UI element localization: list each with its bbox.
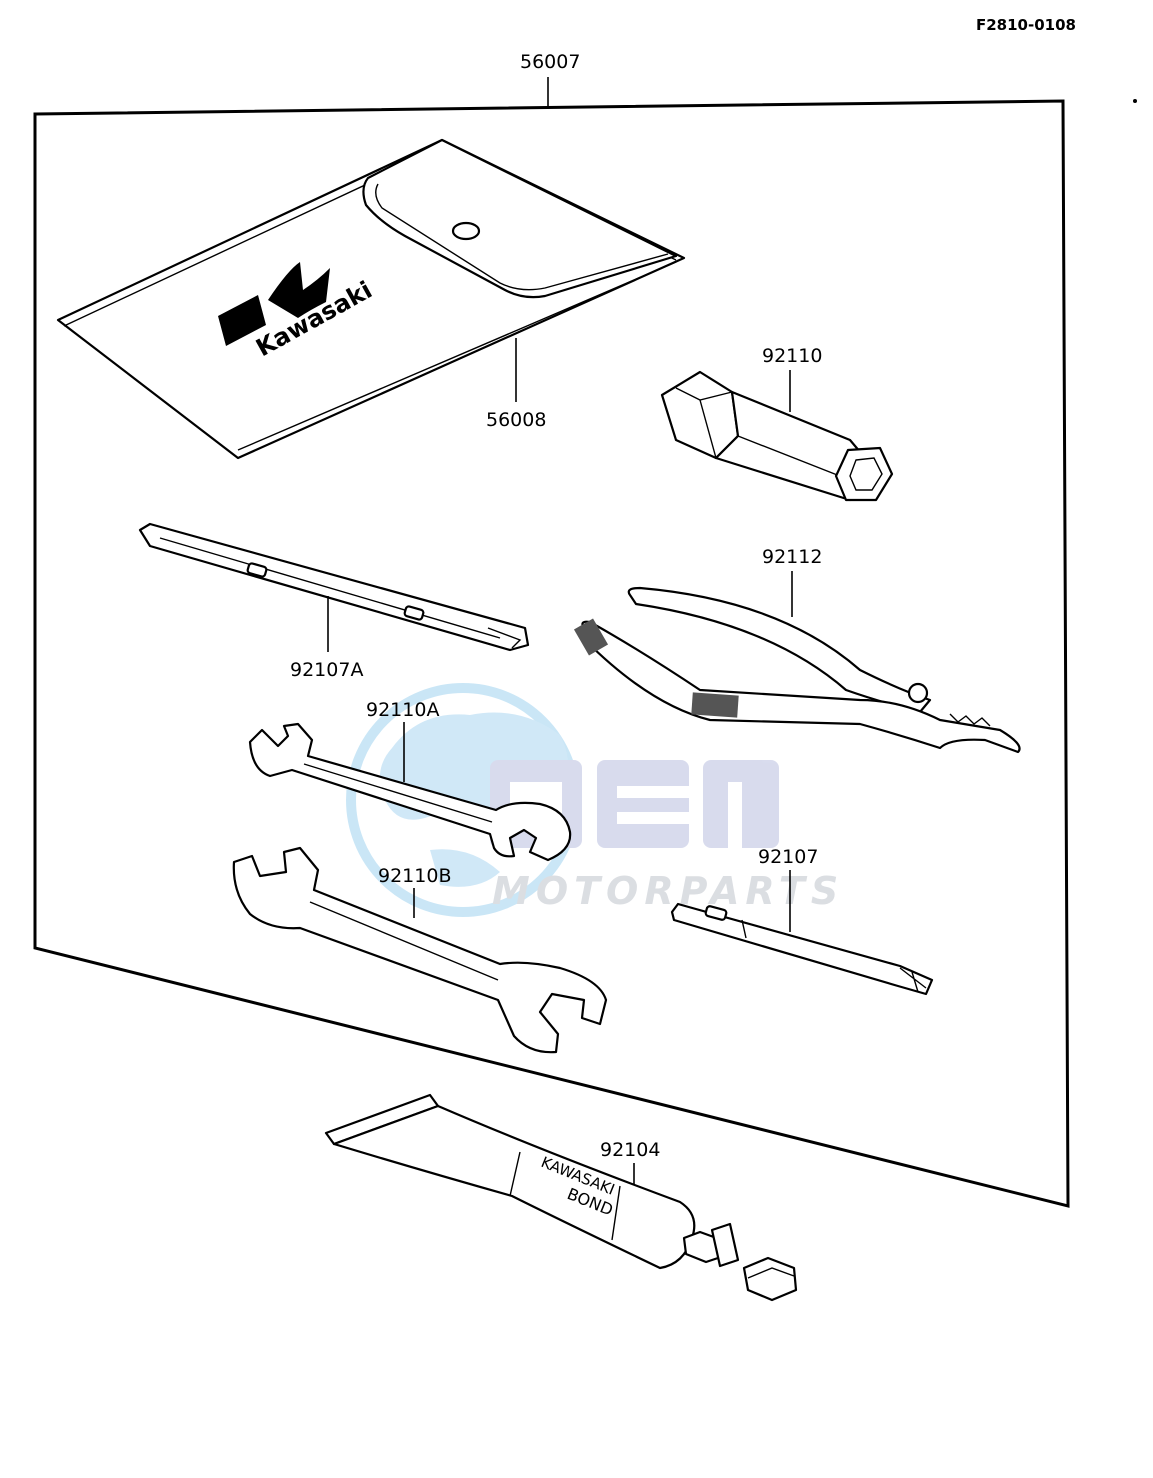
part-label-56008: 56008: [486, 409, 546, 431]
tube-cap: [742, 1256, 798, 1302]
part-label-92112: 92112: [762, 546, 822, 568]
phillips-screwdriver: [670, 902, 934, 996]
tool-kit-frame: [33, 99, 1070, 1208]
speck-mark: [1133, 99, 1137, 103]
hex-socket-end: [834, 446, 894, 502]
part-label-92107A: 92107A: [290, 659, 363, 681]
part-label-92110: 92110: [762, 345, 822, 367]
part-label-92107: 92107: [758, 846, 818, 868]
kawasaki-logo-icon: [218, 295, 266, 346]
bond-tube: KAWASAKI BOND: [324, 1093, 798, 1302]
open-end-wrench-b: [232, 846, 608, 1054]
pouch-flap: [362, 138, 678, 299]
part-label-92104: 92104: [600, 1139, 660, 1161]
snap-button-icon: [451, 221, 481, 241]
pliers: [573, 586, 1021, 754]
diagram-code: F2810-0108: [976, 16, 1076, 34]
open-end-wrench-a: [248, 722, 572, 862]
tool-pouch: Kawasaki: [56, 138, 686, 460]
plug-wrench: [660, 370, 894, 502]
part-label-92110B: 92110B: [378, 865, 451, 887]
screwdriver-handle-bar: [138, 522, 530, 652]
watermark-subtitle: MOTORPARTS: [492, 869, 844, 913]
pivot-bolt-icon: [907, 682, 929, 704]
part-label-56007: 56007: [520, 51, 580, 73]
part-label-92110A: 92110A: [366, 699, 439, 721]
